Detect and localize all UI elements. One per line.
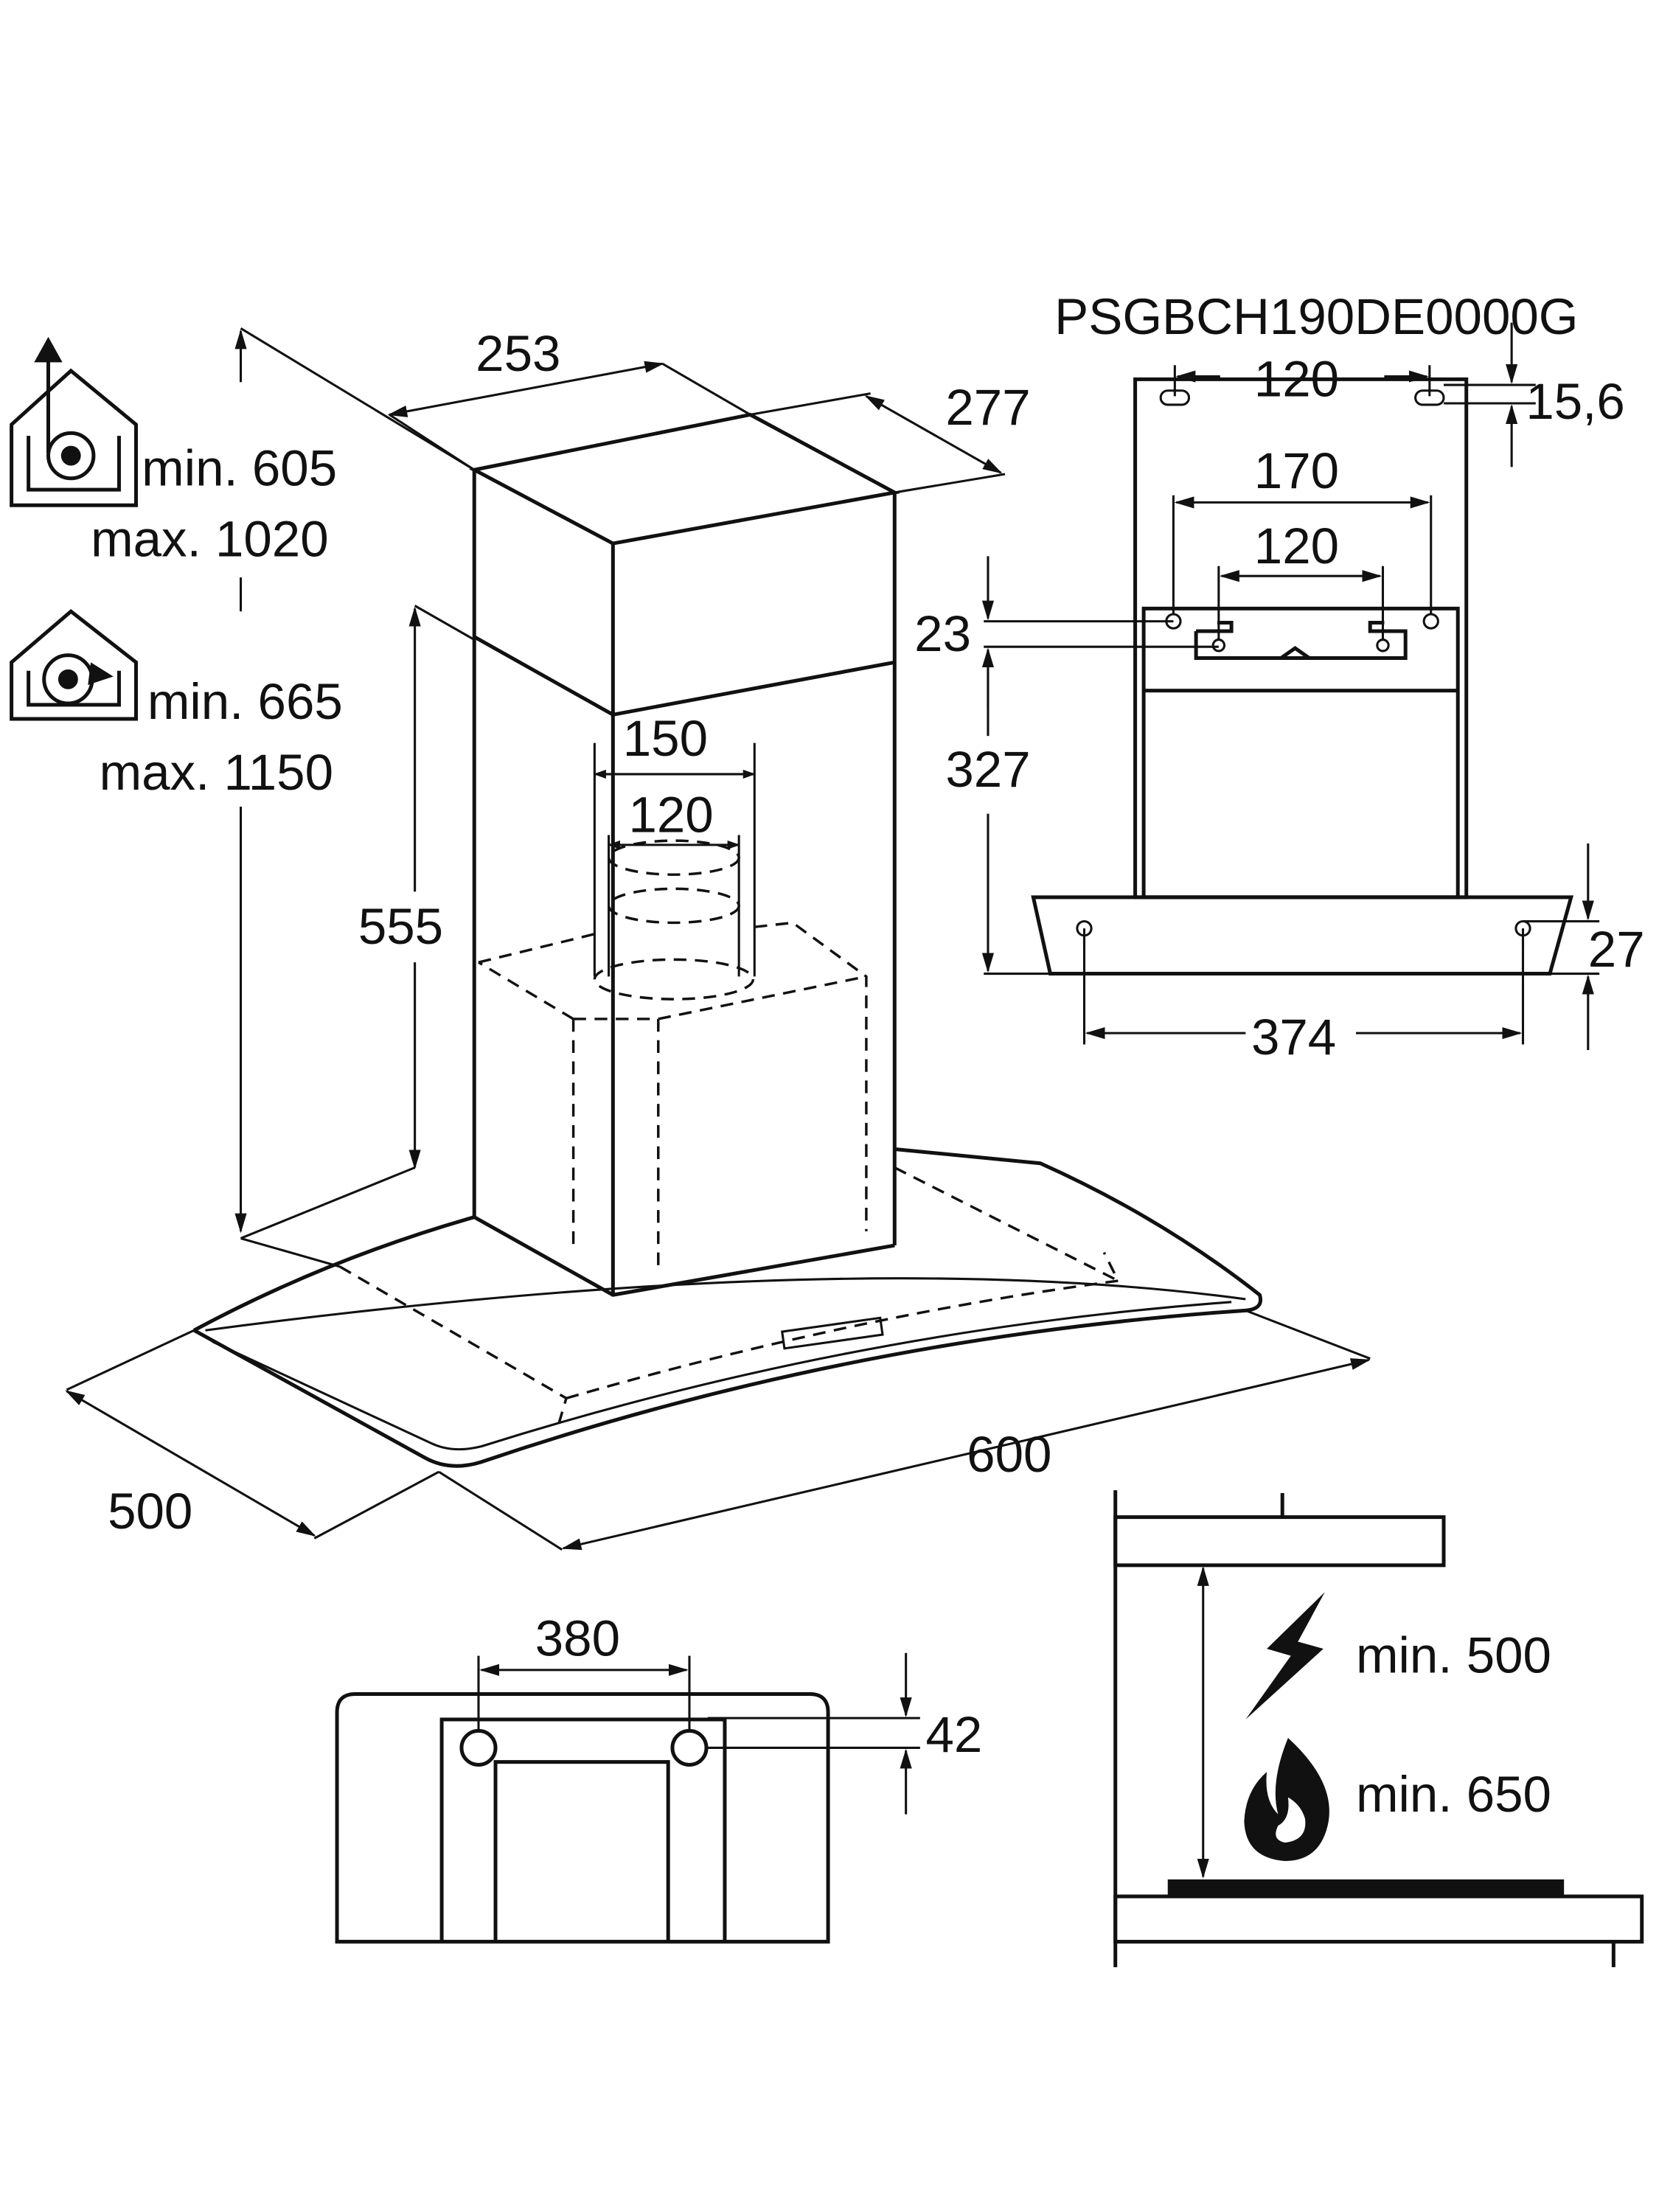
clearance-view [1113, 1490, 1644, 1967]
dim-bracket-hole-height: 42 [926, 1705, 983, 1763]
dim-duct-outer: 150 [623, 709, 708, 767]
rear-dimensions: 120 15,6 170 120 23 327 27 374 [914, 322, 1645, 1065]
hood-perspective [192, 412, 1262, 1468]
dim-chimney-width: 253 [476, 324, 560, 382]
house-fan-extraction-icon [10, 336, 138, 507]
wall-bracket-view: 380 42 [335, 1610, 983, 1944]
electric-min: min. 500 [1356, 1627, 1551, 1684]
flame-icon [1244, 1738, 1329, 1861]
extraction-max: max. 1020 [91, 509, 329, 567]
dim-lower-chimney-height: 555 [358, 897, 443, 955]
house-recirculation-icon [10, 608, 138, 721]
dim-duct-inner: 120 [628, 786, 713, 844]
rear-view [1031, 377, 1574, 976]
dim-holes-outer: 170 [1254, 442, 1339, 499]
model-code: PSGBCH190DE0000G [1054, 288, 1578, 345]
dim-top-bracket-spacing: 120 [1254, 349, 1339, 407]
dim-top-bracket-offset: 15,6 [1526, 372, 1624, 430]
recirculation-min: min. 665 [147, 672, 343, 730]
dim-hood-width: 600 [967, 1425, 1051, 1483]
dim-canopy-hole-height: 27 [1588, 920, 1645, 978]
dim-holes-inner: 120 [1254, 517, 1339, 574]
dim-bracket-hole-spacing: 380 [535, 1610, 620, 1667]
recirculation-max: max. 1150 [100, 743, 333, 801]
lightning-icon [1245, 1592, 1325, 1720]
dim-hole-offset: 23 [914, 605, 971, 662]
dim-bracket-to-canopy: 327 [945, 740, 1030, 798]
extraction-min: min. 605 [142, 439, 337, 496]
dim-chimney-depth: 277 [945, 378, 1030, 436]
main-dimensions: 253 277 150 120 555 500 600 [65, 324, 1371, 1551]
gas-min: min. 650 [1356, 1765, 1551, 1823]
dim-hood-depth: 500 [108, 1482, 192, 1540]
dim-canopy-hole-spacing: 374 [1251, 1008, 1336, 1065]
